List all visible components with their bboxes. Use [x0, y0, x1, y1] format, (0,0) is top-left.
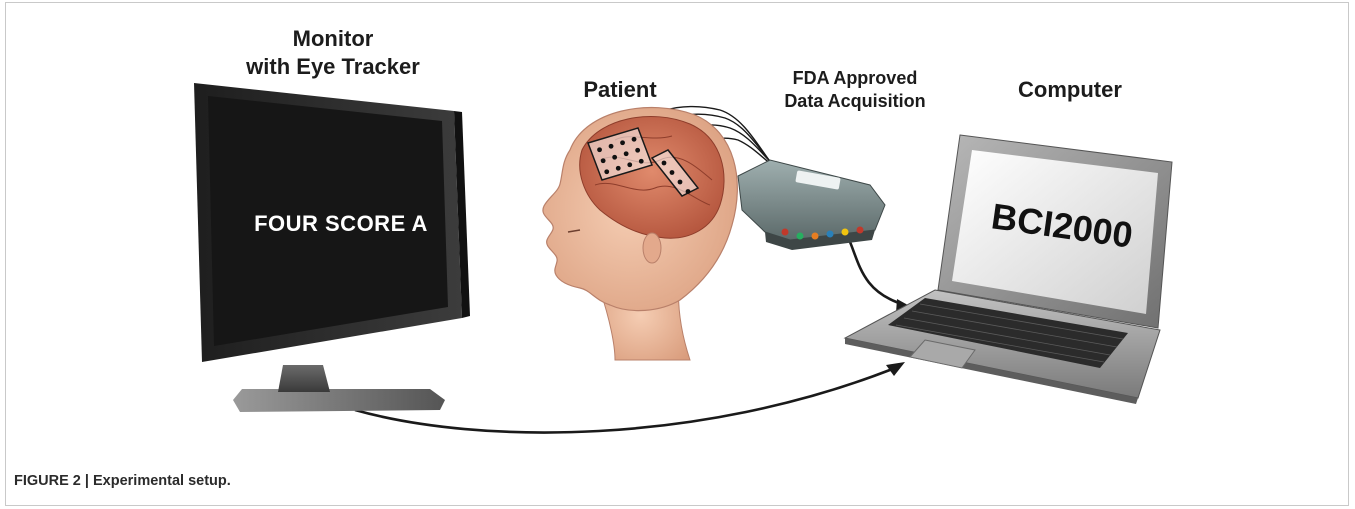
cable-monitor-to-computer — [354, 362, 905, 434]
electrode-dot — [600, 158, 606, 164]
electrode-dot — [612, 154, 618, 160]
electrode-dot — [597, 147, 602, 153]
laptop — [843, 134, 1173, 404]
monitor — [194, 83, 470, 412]
electrode-contacts — [597, 136, 691, 194]
electrode-dot — [685, 189, 691, 194]
figure-caption: FIGURE 2 | Experimental setup. — [14, 473, 231, 489]
label-data-acquisition: FDA Approved Data Acquisition — [784, 68, 926, 111]
electrode-dot — [635, 147, 641, 153]
monitor-screen-text: FOUR SCORE A — [254, 211, 428, 236]
monitor-base — [233, 389, 445, 412]
monitor-stand — [278, 365, 330, 392]
laptop-keyboard — [888, 298, 1128, 368]
electrode-dot — [604, 169, 610, 175]
electrode-dot — [608, 143, 614, 149]
monitor-screen — [208, 96, 448, 346]
electrode-dot — [631, 136, 637, 142]
label-patient: Patient — [583, 77, 657, 102]
electrode-dot — [623, 151, 629, 157]
electrode-dot — [677, 179, 683, 185]
data-acquisition-device — [737, 159, 886, 250]
electrode-dot — [638, 158, 644, 164]
label-computer: Computer — [1018, 77, 1122, 102]
electrode-dot — [620, 140, 625, 146]
electrode-dot — [669, 170, 675, 175]
electrode-dot — [615, 165, 621, 171]
figure-frame — [5, 2, 1349, 506]
label-monitor: Monitor with Eye Tracker — [246, 26, 420, 79]
laptop-touchpad — [909, 339, 976, 369]
electrode-dot — [627, 162, 633, 168]
laptop-screen — [952, 150, 1158, 314]
daq-label-plate — [795, 170, 841, 190]
electrode-grid-large — [587, 127, 653, 181]
electrode-dot — [661, 160, 667, 166]
